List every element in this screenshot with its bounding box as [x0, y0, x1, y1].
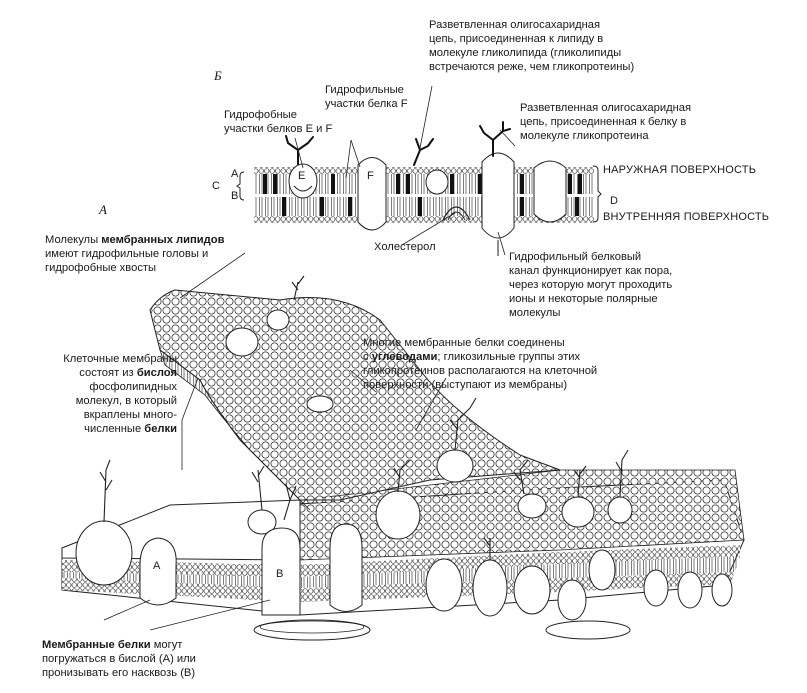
label-membrane-proteins: Мембранные белки могут погружаться в бис… — [42, 639, 196, 679]
protein-b-shape — [261, 527, 301, 616]
panel-a-letter: А — [99, 202, 107, 217]
protein-e-shape — [288, 163, 318, 199]
letter-e: E — [298, 170, 306, 182]
bilayer-cross-section — [236, 85, 602, 256]
panel-b-letter: Б — [214, 68, 222, 83]
label-outer-surface: НАРУЖНАЯ ПОВЕРХНОСТЬ — [603, 164, 757, 176]
label-lipids: Молекулы мембранных липидов имеют гидроф… — [45, 234, 225, 274]
label-cholesterol: Холестерол — [374, 241, 436, 253]
protein-a-letter: A — [153, 560, 161, 572]
label-inner-surface: ВНУТРЕННЯЯ ПОВЕРХНОСТЬ — [603, 211, 770, 223]
channel-protein-shape — [481, 152, 515, 239]
letter-a-layer: A — [231, 168, 239, 180]
cholesterol-shape — [442, 206, 471, 221]
label-channel: Гидрофильный белковый канал функционируе… — [509, 251, 673, 319]
label-d: D — [610, 195, 619, 207]
label-bilayer: Клеточные мембраны состоят из бислоя фос… — [63, 353, 177, 435]
label-carbohydrates: Многие мембранные белки соединены с угле… — [363, 337, 598, 391]
label-oligo-protein: Разветвленная олигосахаридная цепь, прис… — [520, 102, 692, 142]
protein-b-letter: B — [276, 568, 284, 580]
protein-a-shape — [139, 537, 177, 606]
protein-f-shape — [357, 157, 387, 231]
letter-b-layer: B — [231, 190, 239, 202]
letter-c: C — [212, 180, 220, 192]
label-hydrophilic-f: Гидрофильные участки белка F — [325, 84, 408, 110]
membrane-3d — [61, 252, 745, 641]
label-oligo-lipid: Разветвленная олигосахаридная цепь, прис… — [429, 19, 635, 73]
label-hydrophobic-ef: Гидрофобные участки белков E и F — [224, 109, 333, 135]
letter-f: F — [367, 170, 374, 182]
